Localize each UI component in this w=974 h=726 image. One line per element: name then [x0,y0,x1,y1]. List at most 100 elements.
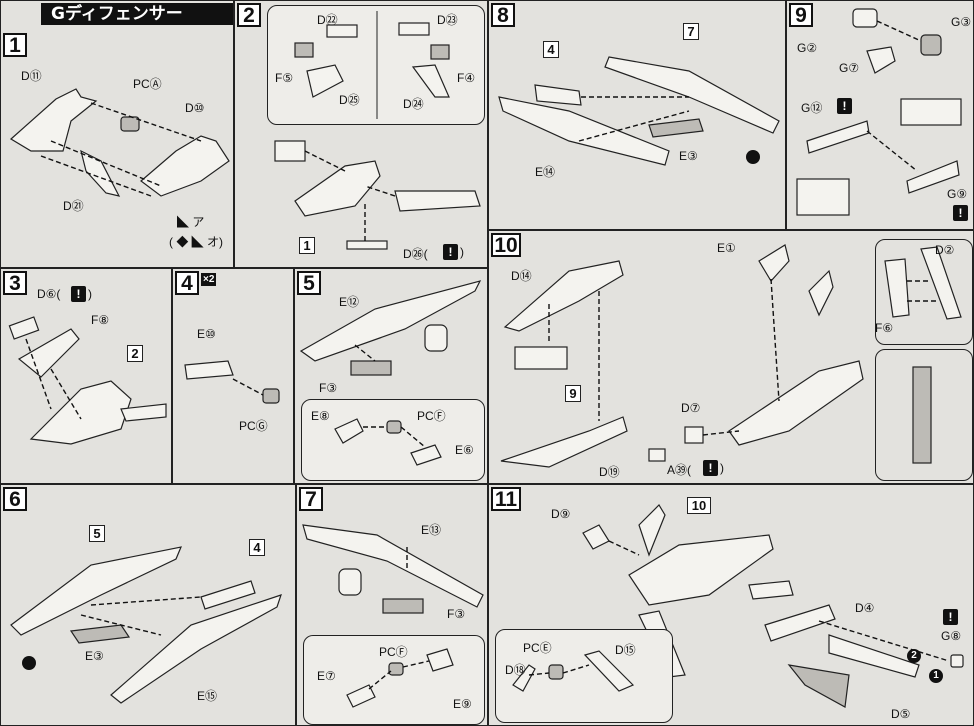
label-d26-close: ) [460,245,464,259]
label-e6: E⑥ [455,443,474,457]
step-10-diagram [500,244,962,468]
label-d2: D② [935,243,955,257]
step-number: 4 [175,271,199,295]
ref-step-1: 1 [299,237,315,254]
step-11-inset-diagram [512,650,635,692]
label-g2: G② [797,41,818,55]
step-3-diagram [8,316,167,445]
step-number: 9 [789,3,813,27]
step-8-panel: 8 4 7 E⑭ E③ [488,0,786,230]
step-5-panel: 5 E⑫ F③ E⑧ PCⒻ E⑥ [294,268,488,484]
label-d18: D⑱ [505,663,526,677]
step-5-diagram [299,280,482,376]
label-g7: G⑦ [839,61,860,75]
step-4-panel: 4 ×2 E⑩ PCⒼ [172,268,294,484]
label-f8: F⑧ [91,313,110,327]
label-e8: E⑧ [311,409,330,423]
label-d15: D⑮ [615,643,636,657]
label-d5: D⑤ [891,707,911,721]
label-d25: D㉕ [339,93,360,107]
label-d4: D④ [855,601,875,615]
ref-step-4: 4 [543,41,559,58]
step-7-panel: 7 E⑬ F③ PCⒻ E⑦ E⑨ [296,484,488,726]
step-7-inset-diagram [346,648,454,708]
step-2-panel: 2 D㉒ D㉓ F⑤ F④ D㉕ D㉔ 1 D㉖( ! ) [234,0,488,268]
label-g9: G⑨ [947,187,968,201]
caution-icon: ! [443,244,458,260]
label-d9: D⑨ [551,507,571,521]
sub-assembly-inset [303,635,485,725]
sub-assembly-inset [301,399,485,481]
label-note-a: ◣ ア [177,215,205,229]
step-3-panel: 3 D⑥( ! ) F⑧ 2 [0,268,172,484]
step-5-inset-diagram [334,418,442,466]
step-number: 3 [3,271,27,295]
caution-icon: ! [943,609,958,625]
step-6-panel: 6 5 4 E③ E⑮ [0,484,296,726]
label-d24: D㉔ [403,97,424,111]
ref-step-7: 7 [683,23,699,40]
sub-assembly-inset [267,5,485,125]
caution-icon: ! [703,460,718,476]
label-pce: PCⒺ [523,641,552,655]
label-f5: F⑤ [275,71,294,85]
label-d26: D㉖( [403,247,428,261]
step-8-diagram [498,56,780,166]
label-pcf: PCⒻ [379,645,408,659]
label-e9: E⑨ [453,697,472,711]
label-d10: D⑩ [185,101,205,115]
label-pcg: PCⒼ [239,419,268,433]
label-f3: F③ [319,381,338,395]
label-f4: F④ [457,71,476,85]
label-a39-close: ) [720,461,724,475]
label-pcf: PCⒻ [417,409,446,423]
label-note: ( ◆ ◣ オ) [169,235,223,249]
caution-icon: ! [71,286,86,302]
label-e7: E⑦ [317,669,336,683]
step-number: 7 [299,487,323,511]
step-number: 6 [3,487,27,511]
label-g12: G⑫ [801,101,823,115]
step-10-panel: 10 D⑭ 9 D⑲ E① D⑦ A㊴( ! ) [488,230,974,484]
label-e3: E③ [85,649,104,663]
ref-step-4: 4 [249,539,265,556]
step-11-diagram [582,504,964,708]
label-d6-close: ) [88,287,92,301]
label-a39: A㊴( [667,463,692,477]
label-f6: F⑥ [875,321,894,335]
step-number: 5 [297,271,321,295]
label-d14: D⑭ [511,269,532,283]
caution-icon: ! [953,205,968,221]
sub-assembly-inset [495,629,673,723]
label-e15: E⑮ [197,689,218,703]
label-d11: D⑪ [21,69,42,83]
step-number: 10 [491,233,521,257]
label-e1: E① [717,241,736,255]
step-1-panel: Gディフェンサー 1 D⑪ PCⒶ D⑩ D㉑ ◣ ア ( ◆ ◣ オ) [0,0,234,268]
label-e12: E⑫ [339,295,360,309]
label-pca: PCⒶ [133,77,162,91]
step-4-diagram [184,360,280,404]
step-number: 8 [491,3,515,27]
step-number: 1 [3,33,27,57]
step-6-diagram [10,546,282,704]
label-e13: E⑬ [421,523,442,537]
label-d7: D⑦ [681,401,701,415]
step-number: 2 [237,3,261,27]
order-number-2: 2 [907,649,921,663]
ref-step-9: 9 [565,385,581,402]
step-number: 11 [491,487,521,511]
ref-step-5: 5 [89,525,105,542]
detail-inset [875,239,973,345]
step-7-diagram [302,524,484,614]
order-number-1: 1 [929,669,943,683]
label-d22: D㉒ [317,13,338,27]
caution-icon: ! [837,98,852,114]
step-9-panel: 9 G③ G② G⑦ G⑫ ! G⑨ ! [786,0,974,230]
label-e10: E⑩ [197,327,216,341]
label-d23: D㉓ [437,13,458,27]
label-d21: D㉑ [63,199,84,213]
label-f3: F③ [447,607,466,621]
step-11-panel: 11 D⑨ 10 PCⒺ D⑱ D⑮ D④ ! G⑧ [488,484,974,726]
detail-inset [875,349,973,481]
